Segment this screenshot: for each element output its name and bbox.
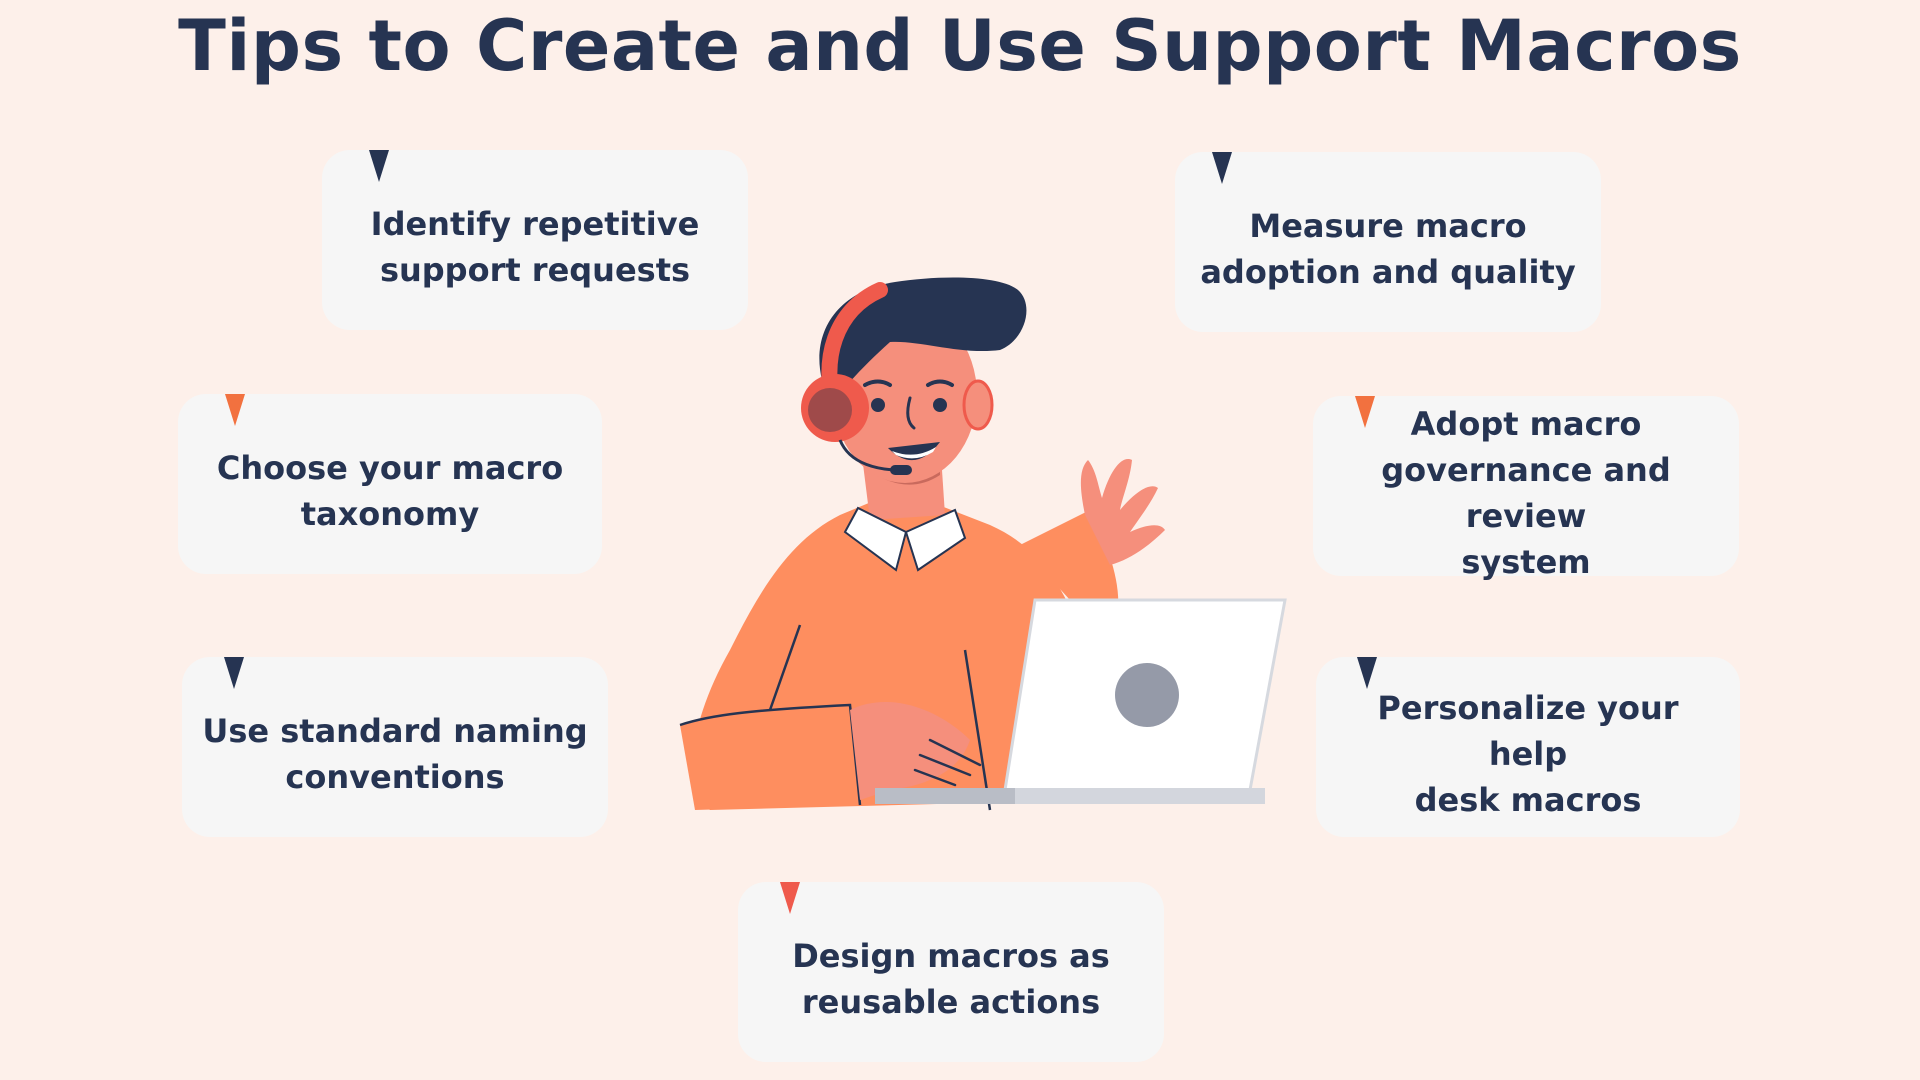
nose — [906, 396, 916, 430]
headset-earcup-inner — [808, 388, 852, 432]
eye-right — [933, 398, 947, 412]
tip-card-text-line: Choose your macro — [216, 449, 564, 487]
finger-line — [928, 738, 982, 767]
tip-card-identify-repetitive-requests: Identify repetitive support requests — [322, 150, 748, 330]
tip-marker-icon — [780, 882, 800, 914]
tip-card-text-line: Measure macro — [1249, 207, 1527, 245]
sweater-fold — [768, 624, 802, 711]
laptop-base-shadow — [875, 788, 1015, 804]
tip-card-text-line: support requests — [379, 251, 691, 289]
tip-card-text-line: conventions — [285, 758, 505, 796]
tip-marker-icon — [1357, 657, 1377, 689]
collar-left — [843, 506, 908, 572]
tip-card-personalize-macros: Personalize your help desk macros — [1316, 657, 1740, 837]
eyebrow-left — [863, 379, 892, 387]
tip-card-text-line: reusable actions — [801, 983, 1101, 1021]
tip-marker-icon — [225, 394, 245, 426]
tip-marker-icon — [1355, 396, 1375, 428]
hair — [819, 277, 1027, 400]
finger-line — [918, 753, 972, 777]
tip-marker-icon — [1212, 152, 1232, 184]
finger-line — [913, 768, 957, 787]
typing-hand — [850, 701, 970, 800]
tip-card-text-line: adoption and quality — [1200, 253, 1576, 291]
eye-left — [871, 398, 885, 412]
tip-card-reusable-actions: Design macros as reusable actions — [738, 882, 1164, 1062]
headset-mic — [890, 465, 912, 475]
eyebrow-right — [926, 379, 954, 387]
page-title: Tips to Create and Use Support Macros — [178, 5, 1742, 87]
laptop-logo-icon — [1115, 663, 1179, 727]
tip-card-text-line: system — [1461, 543, 1591, 581]
teeth — [892, 447, 936, 459]
collar-right — [904, 508, 967, 572]
tip-card-naming-conventions: Use standard naming conventions — [182, 657, 608, 837]
tip-card-text-line: Adopt macro — [1410, 405, 1642, 443]
tip-card-text-line: Identify repetitive — [370, 205, 700, 243]
tip-card-text-line: Use standard naming — [202, 712, 588, 750]
tip-card-choose-taxonomy: Choose your macro taxonomy — [178, 394, 602, 574]
left-forearm — [680, 705, 860, 810]
waving-hand — [1080, 459, 1165, 565]
tip-card-text-line: desk macros — [1414, 781, 1642, 819]
tip-card-text-line: Design macros as — [792, 937, 1110, 975]
tip-card-text-line: governance and review — [1381, 451, 1671, 535]
left-forearm-edge — [679, 703, 862, 806]
tip-marker-icon — [369, 150, 389, 182]
support-agent-illustration — [679, 277, 1287, 811]
tip-marker-icon — [224, 657, 244, 689]
tip-card-measure-adoption: Measure macro adoption and quality — [1175, 152, 1601, 332]
sweater-fold — [963, 649, 992, 811]
tip-card-text-line: Personalize your help — [1377, 689, 1679, 773]
ear — [962, 379, 994, 431]
tip-card-governance-review: Adopt macro governance and review system — [1313, 396, 1739, 581]
tip-card-text-line: taxonomy — [300, 495, 480, 533]
